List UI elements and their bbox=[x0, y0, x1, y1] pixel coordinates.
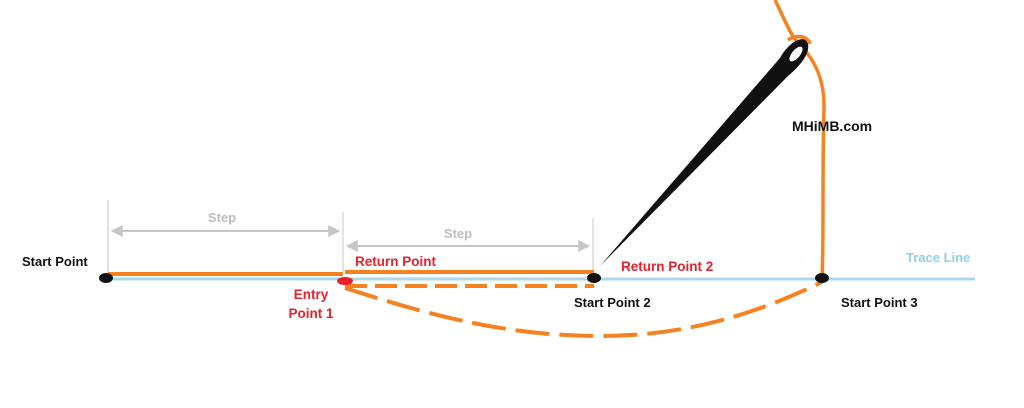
thread-through-eye bbox=[786, 34, 812, 45]
step-guide-2: Step bbox=[345, 218, 594, 272]
brand-watermark: MHiMB.com bbox=[792, 118, 872, 134]
step-guide-1: Step bbox=[107, 200, 344, 272]
start-point-marker bbox=[99, 273, 113, 283]
start-point-2-marker bbox=[587, 273, 601, 283]
entry-point-1-marker bbox=[337, 277, 353, 285]
return-point-2-label: Return Point 2 bbox=[621, 259, 713, 274]
start-point-3-label: Start Point 3 bbox=[841, 295, 918, 310]
start-point-2-label: Start Point 2 bbox=[574, 295, 651, 310]
underside-thread-long bbox=[344, 280, 823, 339]
entry-point-1-label-line1: Entry bbox=[294, 287, 329, 302]
return-point-label: Return Point bbox=[355, 254, 436, 269]
start-point-label: Start Point bbox=[22, 254, 88, 269]
sewing-needle-icon bbox=[600, 39, 809, 266]
step-2-label: Step bbox=[444, 226, 472, 241]
trace-line-label: Trace Line bbox=[906, 250, 970, 265]
start-point-3-marker bbox=[815, 273, 829, 283]
working-thread bbox=[773, 0, 826, 280]
entry-point-1-label-line2: Point 1 bbox=[288, 306, 333, 321]
step-1-label: Step bbox=[208, 210, 236, 225]
